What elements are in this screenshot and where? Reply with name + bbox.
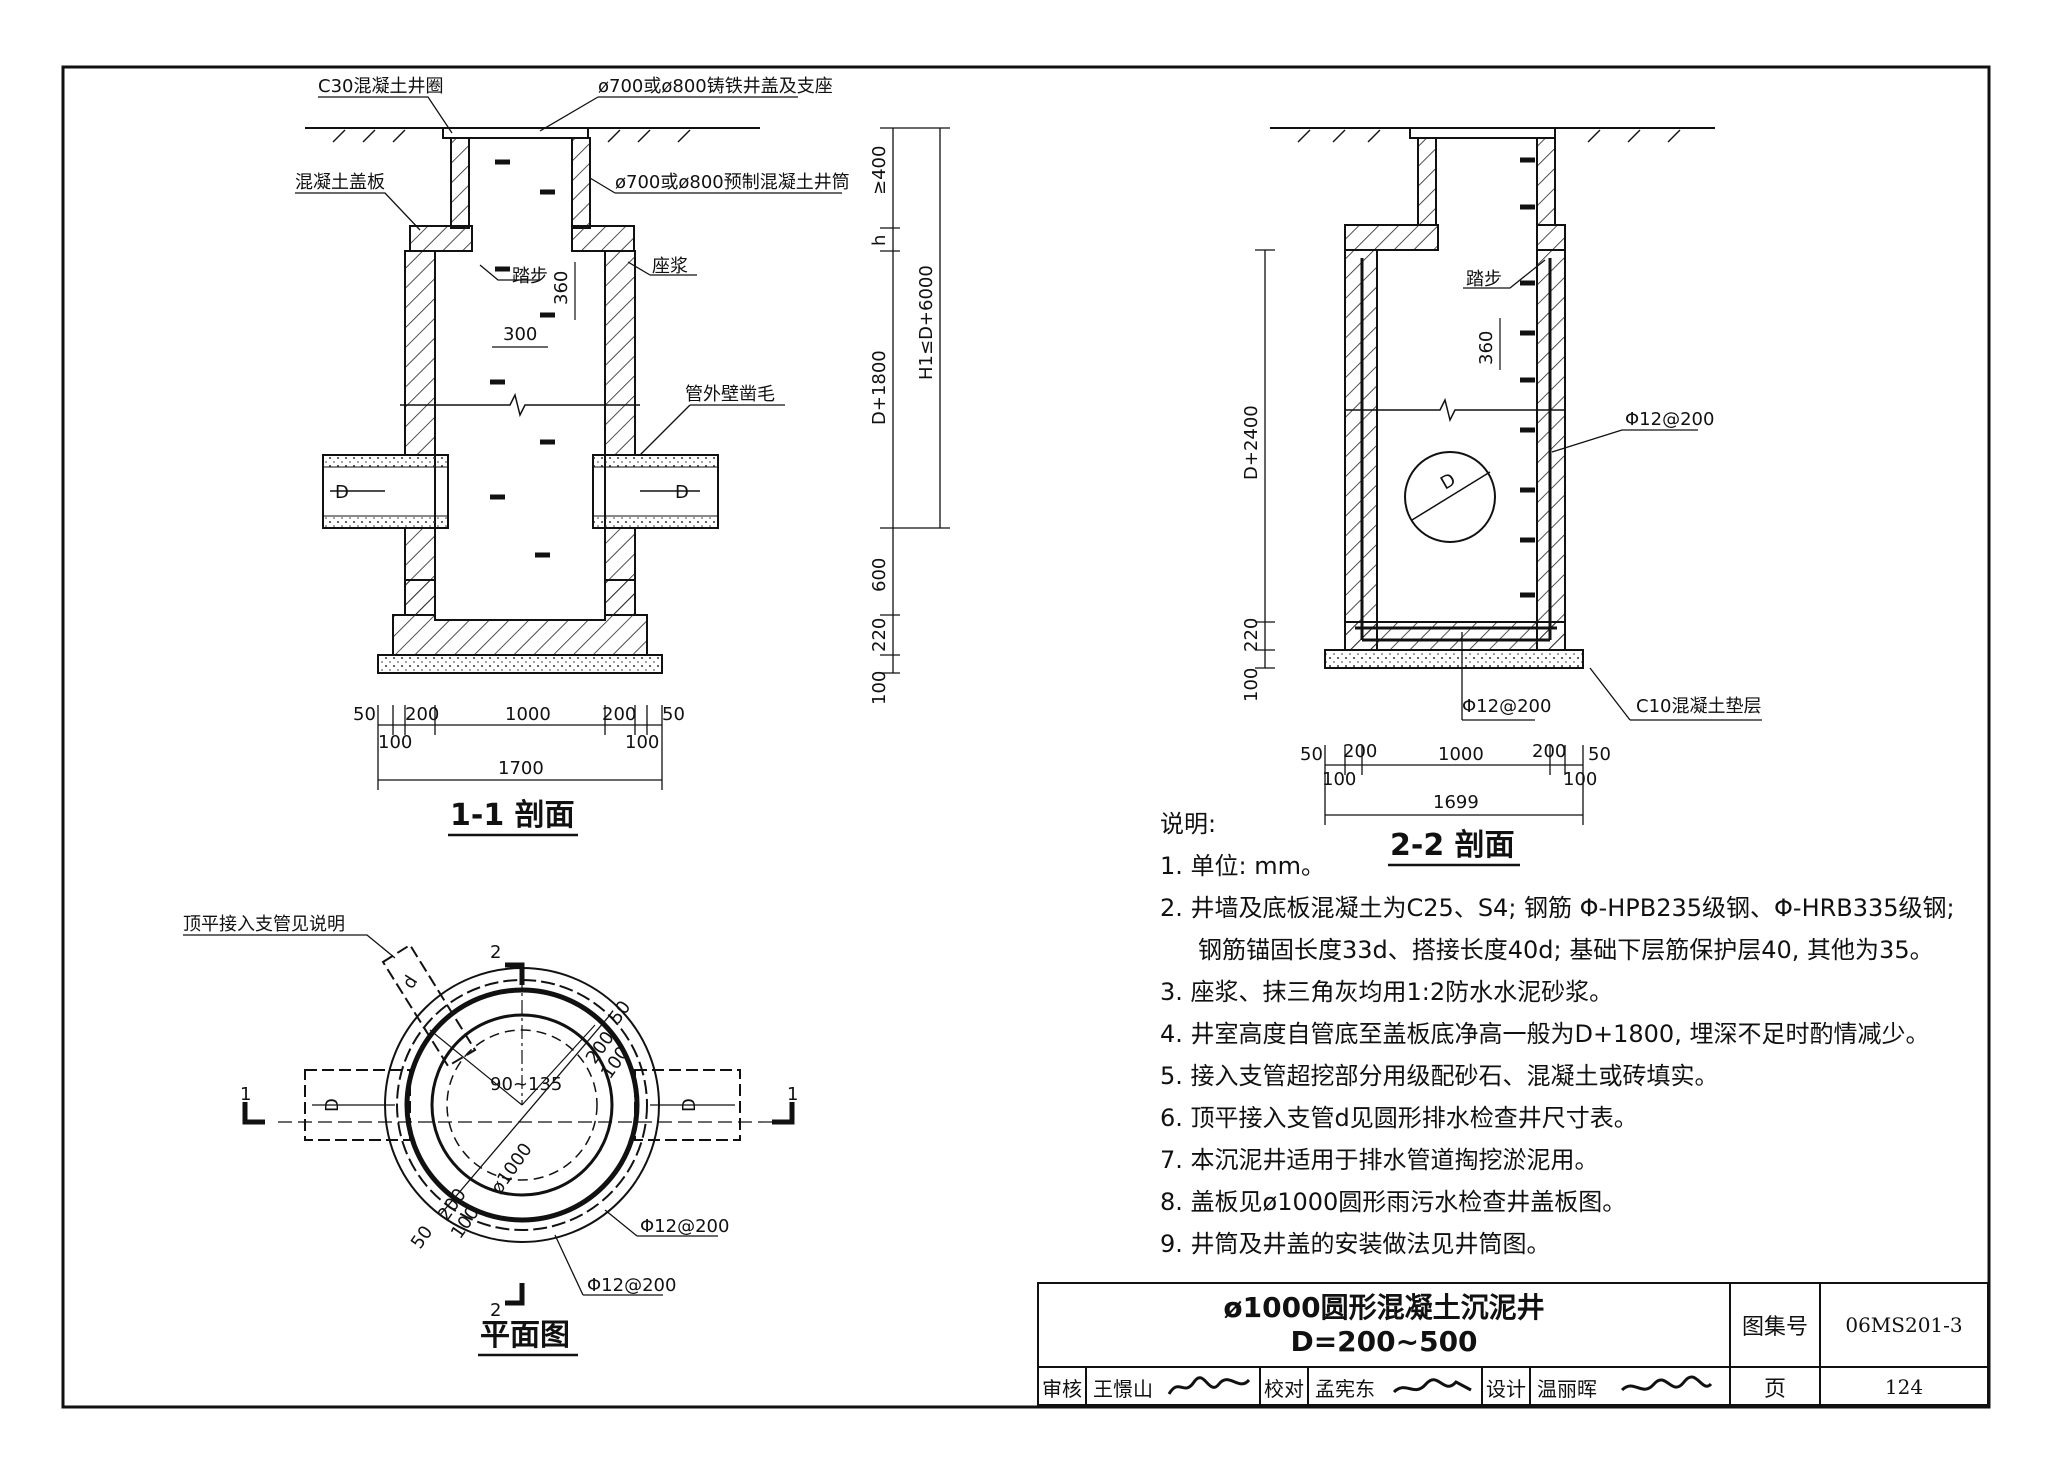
label-pipe-roughen: 管外壁凿毛 <box>685 384 775 405</box>
note-2-cont: 钢筋锚固长度33d、搭接长度40d; 基础下层筋保护层40, 其他为35。 <box>1198 936 1934 964</box>
note-2: 2. 井墙及底板混凝土为C25、S4; 钢筋 Φ-HPB235级钢、Φ-HRB3… <box>1160 894 1955 922</box>
label-plan-rebar-2: Φ12@200 <box>587 1275 676 1296</box>
reviewer-name: 王憬山 <box>1093 1376 1153 1401</box>
dim-b200-left: 200 <box>405 704 439 725</box>
section-1-1-title: 1-1 剖面 <box>450 798 575 833</box>
check-label: 校对 <box>1261 1368 1309 1406</box>
section-mark-2-top: 2 <box>490 942 501 963</box>
label-plan-rebar-1: Φ12@200 <box>640 1216 729 1237</box>
dim2-b200-left: 200 <box>1343 741 1377 762</box>
sheet-border <box>61 65 1991 1409</box>
reviewer-signature <box>1159 1368 1261 1406</box>
plan-dim-50-b: 50 <box>407 1222 437 1253</box>
label-cover-slab: 混凝土盖板 <box>295 172 385 193</box>
dim-b50-right: 50 <box>662 704 685 725</box>
drawing-subtitle: D=200~500 <box>1290 1325 1478 1358</box>
section-mark-1-left: 1 <box>240 1084 251 1105</box>
dim2-b100-right: 100 <box>1563 769 1597 790</box>
note-3: 3. 座浆、抹三角灰均用1:2防水水泥砂浆。 <box>1160 978 1614 1006</box>
dim2-100: 100 <box>1241 668 1262 702</box>
notes-heading: 说明: <box>1160 810 1217 838</box>
label-step-2: 踏步 <box>1466 269 1502 290</box>
label-pipe-d-right: D <box>675 482 689 503</box>
note-4: 4. 井室高度自管底至盖板底净高一般为D+1800, 埋深不足时酌情减少。 <box>1160 1020 1930 1048</box>
title-block: ø1000圆形混凝土沉泥井 D=200~500 图集号 06MS201-3 审核… <box>1037 1282 1989 1406</box>
dim2-220: 220 <box>1241 618 1262 652</box>
dim-step-360: 360 <box>551 271 572 305</box>
dim2-b50-left: 50 <box>1300 744 1323 765</box>
label-pipe-d-left: D <box>335 482 349 503</box>
dim-100: 100 <box>869 671 890 705</box>
dim2-b200-right: 200 <box>1532 741 1566 762</box>
drawing-title: ø1000圆形混凝土沉泥井 <box>1223 1291 1545 1324</box>
signature-graphic <box>1620 1375 1713 1392</box>
label-step: 踏步 <box>512 266 548 287</box>
dim2-step-360: 360 <box>1476 331 1497 365</box>
section-mark-2-bottom: 2 <box>490 1300 501 1321</box>
notes-block: 说明: 1. 单位: mm。 2. 井墙及底板混凝土为C25、S4; 钢筋 Φ-… <box>1160 803 1955 1265</box>
note-6: 6. 顶平接入支管d见圆形排水检查井尺寸表。 <box>1160 1104 1638 1132</box>
dim-b100-right: 100 <box>625 732 659 753</box>
page-number: 124 <box>1884 1375 1924 1399</box>
checker-name: 孟宪东 <box>1315 1376 1375 1401</box>
atlas-label: 图集号 <box>1731 1284 1821 1368</box>
label-mortar: 座浆 <box>652 256 688 277</box>
note-8: 8. 盖板见ø1000圆形雨污水检查井盖板图。 <box>1160 1188 1627 1216</box>
section-1-1-drawing <box>295 96 950 837</box>
designer-name: 温丽晖 <box>1537 1376 1597 1401</box>
checker-signature <box>1381 1368 1483 1406</box>
label-cast-iron-cover: ø700或ø800铸铁井盖及支座 <box>598 76 833 97</box>
label-rebar-wall: Φ12@200 <box>1625 409 1714 430</box>
plan-dim-50: 50 <box>605 997 635 1028</box>
dim-b200-right: 200 <box>602 704 636 725</box>
title-cell: ø1000圆形混凝土沉泥井 D=200~500 <box>1039 1284 1731 1368</box>
label-diameter: ø1000 <box>487 1139 537 1198</box>
note-9: 9. 井筒及井盖的安装做法见井筒图。 <box>1160 1230 1551 1258</box>
dim-h1: H1≤D+6000 <box>916 265 937 380</box>
label-branch-pipe: 顶平接入支管见说明 <box>183 914 345 935</box>
dim-400: ≥400 <box>869 146 890 195</box>
dim-total-1700: 1700 <box>498 758 544 779</box>
label-plan-pipe-left: D <box>322 1098 343 1112</box>
dim-600: 600 <box>869 558 890 592</box>
label-angle: 90~135 <box>490 1074 562 1095</box>
atlas-number: 06MS201-3 <box>1821 1284 1987 1368</box>
label-plan-pipe-right: D <box>679 1098 700 1112</box>
note-7: 7. 本沉泥井适用于排水管道掏挖淤泥用。 <box>1160 1146 1599 1174</box>
dim2-b1000: 1000 <box>1438 744 1484 765</box>
label-rebar-bottom: Φ12@200 <box>1462 696 1551 717</box>
section-2-2-title: 2-2 剖面 <box>1390 828 1515 863</box>
dim-h: h <box>869 235 890 246</box>
dim-b100-left: 100 <box>378 732 412 753</box>
design-label: 设计 <box>1483 1368 1531 1406</box>
label-branch-d: d <box>398 972 422 993</box>
page-label: 页 <box>1731 1368 1821 1406</box>
designer-signature <box>1603 1368 1731 1406</box>
dim2-d2400: D+2400 <box>1241 405 1262 480</box>
signature-graphic <box>1392 1378 1472 1394</box>
dim-220: 220 <box>869 618 890 652</box>
dim2-total-1699: 1699 <box>1433 792 1479 813</box>
section-mark-1-right: 1 <box>787 1084 798 1105</box>
dim2-b100-left: 100 <box>1322 769 1356 790</box>
section-2-2-drawing <box>1255 127 1762 867</box>
note-1: 1. 单位: mm。 <box>1160 852 1325 880</box>
review-label: 审核 <box>1039 1368 1087 1406</box>
dim-d1800: D+1800 <box>869 350 890 425</box>
label-c30-ring: C30混凝土井圈 <box>318 76 443 97</box>
dim-b1000: 1000 <box>505 704 551 725</box>
plan-drawing <box>183 934 795 1357</box>
dim-b50-left: 50 <box>353 704 376 725</box>
dim2-b50-right: 50 <box>1588 744 1611 765</box>
dim-step-300: 300 <box>503 324 537 345</box>
label-c10-base: C10混凝土垫层 <box>1636 696 1761 717</box>
label-precast-shaft: ø700或ø800预制混凝土井筒 <box>615 172 850 193</box>
plan-title: 平面图 <box>480 1318 570 1353</box>
label-pipe-d-circle: D <box>1437 469 1460 494</box>
note-5: 5. 接入支管超挖部分用级配砂石、混凝土或砖填实。 <box>1160 1062 1719 1090</box>
signature-graphic <box>1167 1376 1251 1395</box>
